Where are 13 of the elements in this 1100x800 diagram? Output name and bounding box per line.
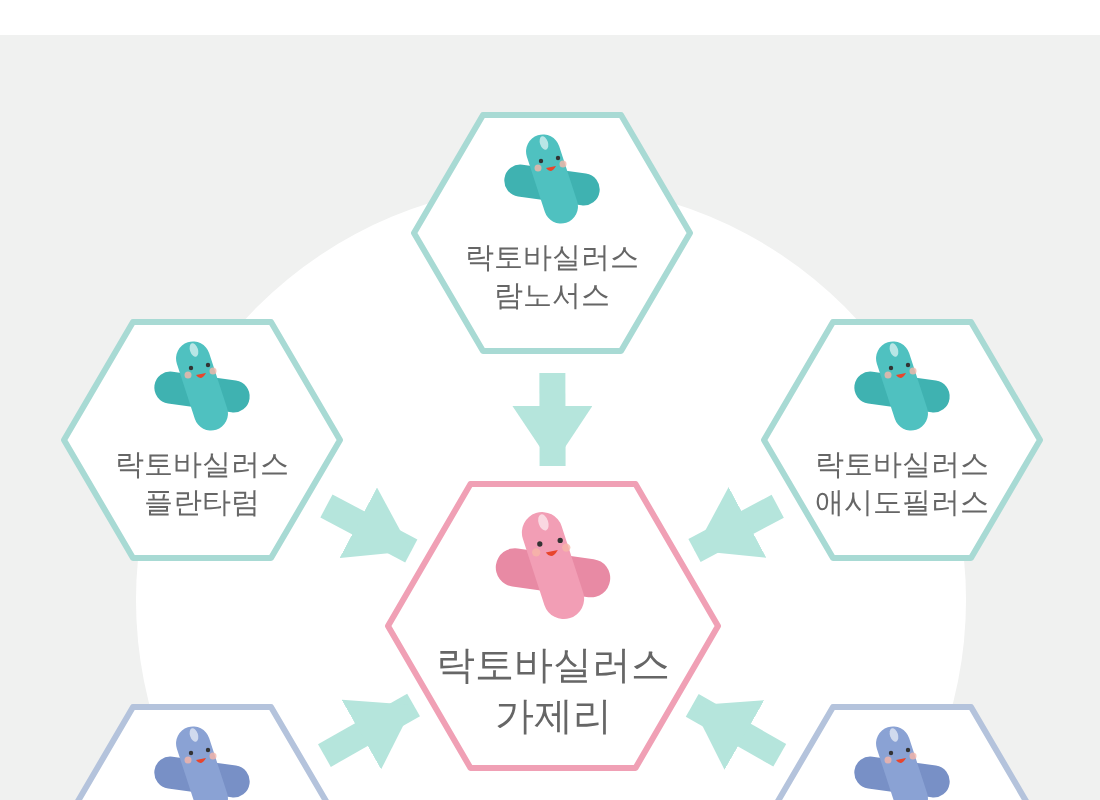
arrow [685, 694, 787, 770]
hexagon-node [384, 480, 722, 772]
arrow [512, 373, 593, 466]
arrow [318, 693, 420, 770]
hexagon-node [760, 318, 1044, 562]
hexagon-node [60, 318, 344, 562]
bacteria-name: 락토바실러스 플란타럼 [114, 446, 290, 521]
bacteria-name: 락토바실러스 애시도필러스 [814, 446, 990, 521]
hexagon-node [410, 111, 694, 355]
arrow [688, 487, 784, 563]
arrow [320, 487, 418, 563]
bacteria-name: 락토바실러스 람노서스 [464, 239, 640, 314]
bacteria-name: 락토바실러스 가제리 [435, 641, 671, 740]
